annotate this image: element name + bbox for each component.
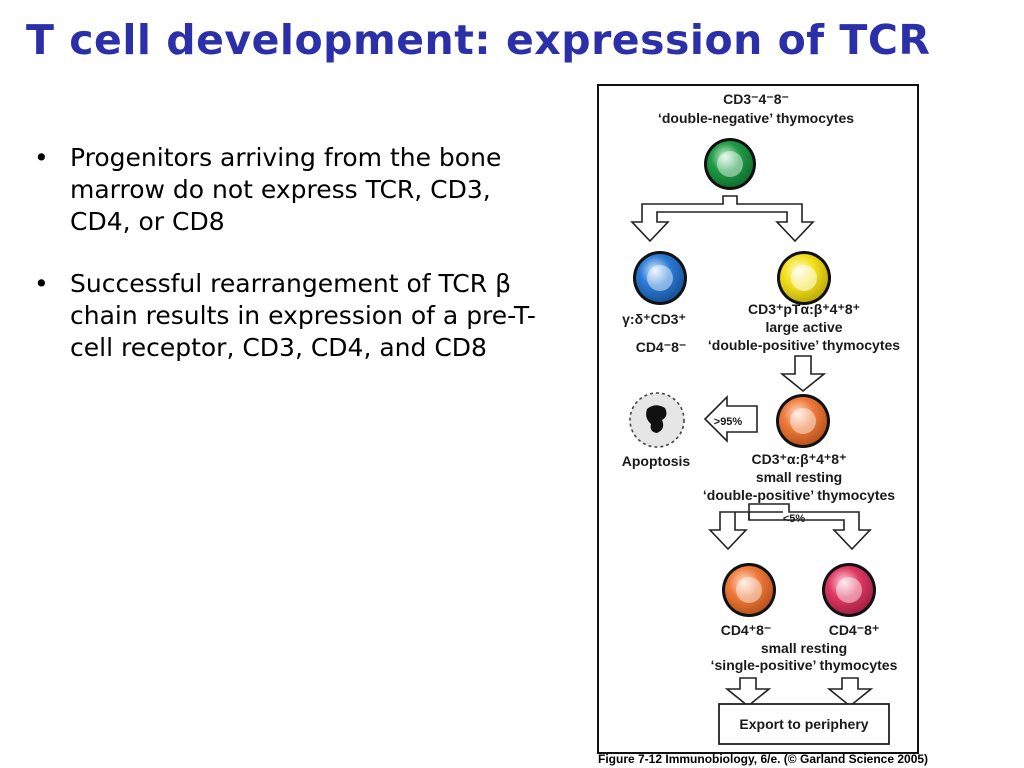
apoptosis-percent: >95%: [714, 416, 743, 428]
bullet-text: Successful rearrangement of TCR β chain …: [70, 269, 536, 362]
bullet-text: Progenitors arriving from the bone marro…: [70, 143, 502, 236]
small-dp-marker-label: CD3⁺α:β⁺4⁺8⁺: [752, 451, 847, 467]
development-diagram: CD3⁻4⁻8⁻ ‘double-negative’ thymocytes γ:…: [622, 91, 900, 745]
branch-arrow-dp: [748, 503, 872, 551]
bullet-item: • Successful rearrangement of TCR β chai…: [34, 268, 554, 364]
down-arrow-to-small-dp: [779, 355, 827, 393]
cd4-sp-label: CD4⁺8⁻: [721, 622, 772, 638]
small-resting-dp-cell: [776, 394, 830, 448]
down-arrow-cd8: [826, 677, 874, 708]
large-active-label: large active: [765, 319, 842, 335]
large-active-type-label: ‘double-positive’ thymocytes: [708, 337, 900, 353]
dn-cell-type-label: ‘double-negative’ thymocytes: [658, 110, 854, 126]
double-negative-cell: [704, 138, 756, 190]
gamma-delta-cd48-label: CD4⁻8⁻: [636, 339, 687, 355]
apoptosis-label: Apoptosis: [622, 453, 691, 469]
apoptotic-cell: [629, 392, 685, 448]
bullet-list: • Progenitors arriving from the bone mar…: [34, 142, 554, 394]
export-box: [718, 703, 890, 745]
gamma-delta-cell: [633, 251, 687, 305]
cd8-sp-label: CD4⁻8⁺: [829, 622, 880, 638]
bullet-item: • Progenitors arriving from the bone mar…: [34, 142, 554, 238]
large-active-dp-cell: [777, 251, 831, 305]
branch-arrow-dp-left-side: [708, 511, 783, 551]
thymocyte-development-figure: CD3⁻4⁻8⁻ ‘double-negative’ thymocytes γ:…: [597, 84, 919, 754]
large-active-marker-label: CD3⁺pTα:β⁺4⁺8⁺: [748, 301, 860, 317]
figure-caption: Figure 7-12 Immunobiology, 6/e. (© Garla…: [598, 752, 929, 766]
cd8-single-positive-cell: [822, 563, 876, 617]
gamma-delta-label: γ:δ⁺CD3⁺: [622, 311, 686, 327]
branch-arrow-dn: [630, 195, 815, 243]
dn-cell-marker-label: CD3⁻4⁻8⁻: [723, 91, 789, 107]
single-positive-label: small resting: [761, 640, 847, 656]
export-label: Export to periphery: [739, 716, 868, 732]
slide-title: T cell development: expression of TCR: [26, 16, 931, 64]
bullet-marker: •: [34, 143, 49, 172]
bullet-marker: •: [34, 269, 49, 298]
down-arrow-cd4: [724, 677, 772, 708]
small-dp-label: small resting: [756, 469, 842, 485]
arrow-to-apoptosis: [703, 395, 758, 443]
small-dp-type-label: ‘double-positive’ thymocytes: [703, 487, 895, 503]
split-percent: <5%: [783, 513, 806, 525]
single-positive-type-label: ‘single-positive’ thymocytes: [711, 657, 898, 673]
cd4-single-positive-cell: [722, 563, 776, 617]
